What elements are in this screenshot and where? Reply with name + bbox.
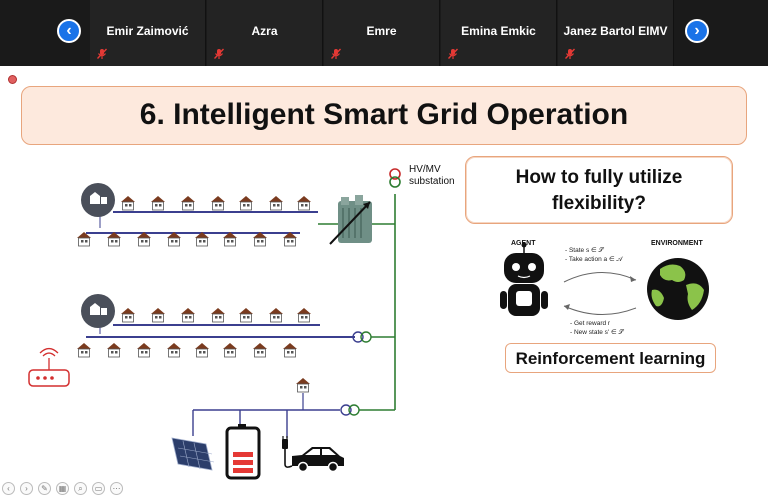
grid-diagram	[28, 168, 709, 480]
feeder-1	[76, 183, 395, 247]
action-text: - Take action a ∈ 𝒜	[565, 256, 623, 263]
shared-slide: 6. Intelligent Smart Grid Operation	[0, 66, 768, 499]
slide-title: 6. Intelligent Smart Grid Operation	[139, 98, 629, 131]
transformer-icon	[329, 195, 372, 245]
participant-tile[interactable]: Janez Bartol EIMV	[558, 0, 674, 66]
chevron-right-icon: ›	[694, 22, 700, 39]
previous-participants-button[interactable]: ‹	[57, 19, 81, 43]
agent-label: AGENT	[511, 240, 536, 247]
participant-name: Emre	[366, 24, 397, 38]
participant-name: Emina Emkic	[461, 24, 536, 38]
participant-tile[interactable]: Emina Emkic	[441, 0, 557, 66]
feeder-2	[76, 294, 395, 358]
participant-tile[interactable]: Emir Zaimović	[90, 0, 206, 66]
mic-muted-icon	[447, 48, 459, 59]
subtitles-button[interactable]: ▭	[92, 482, 105, 495]
solar-panel-icon	[171, 437, 215, 471]
participant-name: Azra	[251, 24, 278, 38]
question-box: How to fully utilize flexibility?	[465, 156, 733, 224]
earth-environment-icon	[647, 258, 709, 320]
state-text: - State s ∈ 𝒮	[565, 247, 604, 254]
feeder-3	[192, 377, 395, 438]
participant-name: Emir Zaimović	[106, 24, 189, 38]
next-participants-button[interactable]: ›	[685, 19, 709, 43]
zoom-button[interactable]: ⌕	[74, 482, 87, 495]
presentation-toolbar: ‹ › ✎ ▦ ⌕ ▭ ⋯	[0, 480, 140, 498]
question-text: How to fully utilize flexibility?	[515, 167, 683, 214]
reinforcement-learning-box: Reinforcement learning	[505, 343, 716, 373]
router-icon	[28, 347, 70, 387]
reward-text: - Get reward r	[570, 320, 611, 327]
slide-title-box: 6. Intelligent Smart Grid Operation	[21, 86, 747, 145]
substation-label: HV/MV substation	[409, 164, 455, 187]
reinforcement-learning-label: Reinforcement learning	[515, 349, 706, 368]
participant-tile[interactable]: Emre	[324, 0, 440, 66]
next-slide-button[interactable]: ›	[20, 482, 33, 495]
robot-agent-icon	[500, 242, 548, 316]
environment-label: ENVIRONMENT	[651, 240, 703, 247]
previous-slide-button[interactable]: ‹	[2, 482, 15, 495]
participant-tile[interactable]: Azra	[207, 0, 323, 66]
mic-muted-icon	[330, 48, 342, 59]
pen-tool-button[interactable]: ✎	[38, 482, 51, 495]
mic-muted-icon	[564, 48, 576, 59]
participant-name: Janez Bartol EIMV	[563, 24, 668, 38]
participant-strip: ‹ Emir Zaimović Azra Emre	[0, 0, 768, 66]
ev-charger-icon	[282, 436, 293, 468]
chevron-left-icon: ‹	[66, 22, 72, 39]
more-options-button[interactable]: ⋯	[110, 482, 123, 495]
recording-icon	[8, 75, 17, 84]
mic-muted-icon	[213, 48, 225, 59]
battery-icon	[225, 424, 261, 480]
electric-car-icon	[292, 447, 344, 473]
hv-mv-substation-icon	[389, 168, 401, 188]
new-state-text: - New state s' ∈ 𝒮	[570, 329, 624, 336]
slides-grid-button[interactable]: ▦	[56, 482, 69, 495]
mic-muted-icon	[96, 48, 108, 59]
